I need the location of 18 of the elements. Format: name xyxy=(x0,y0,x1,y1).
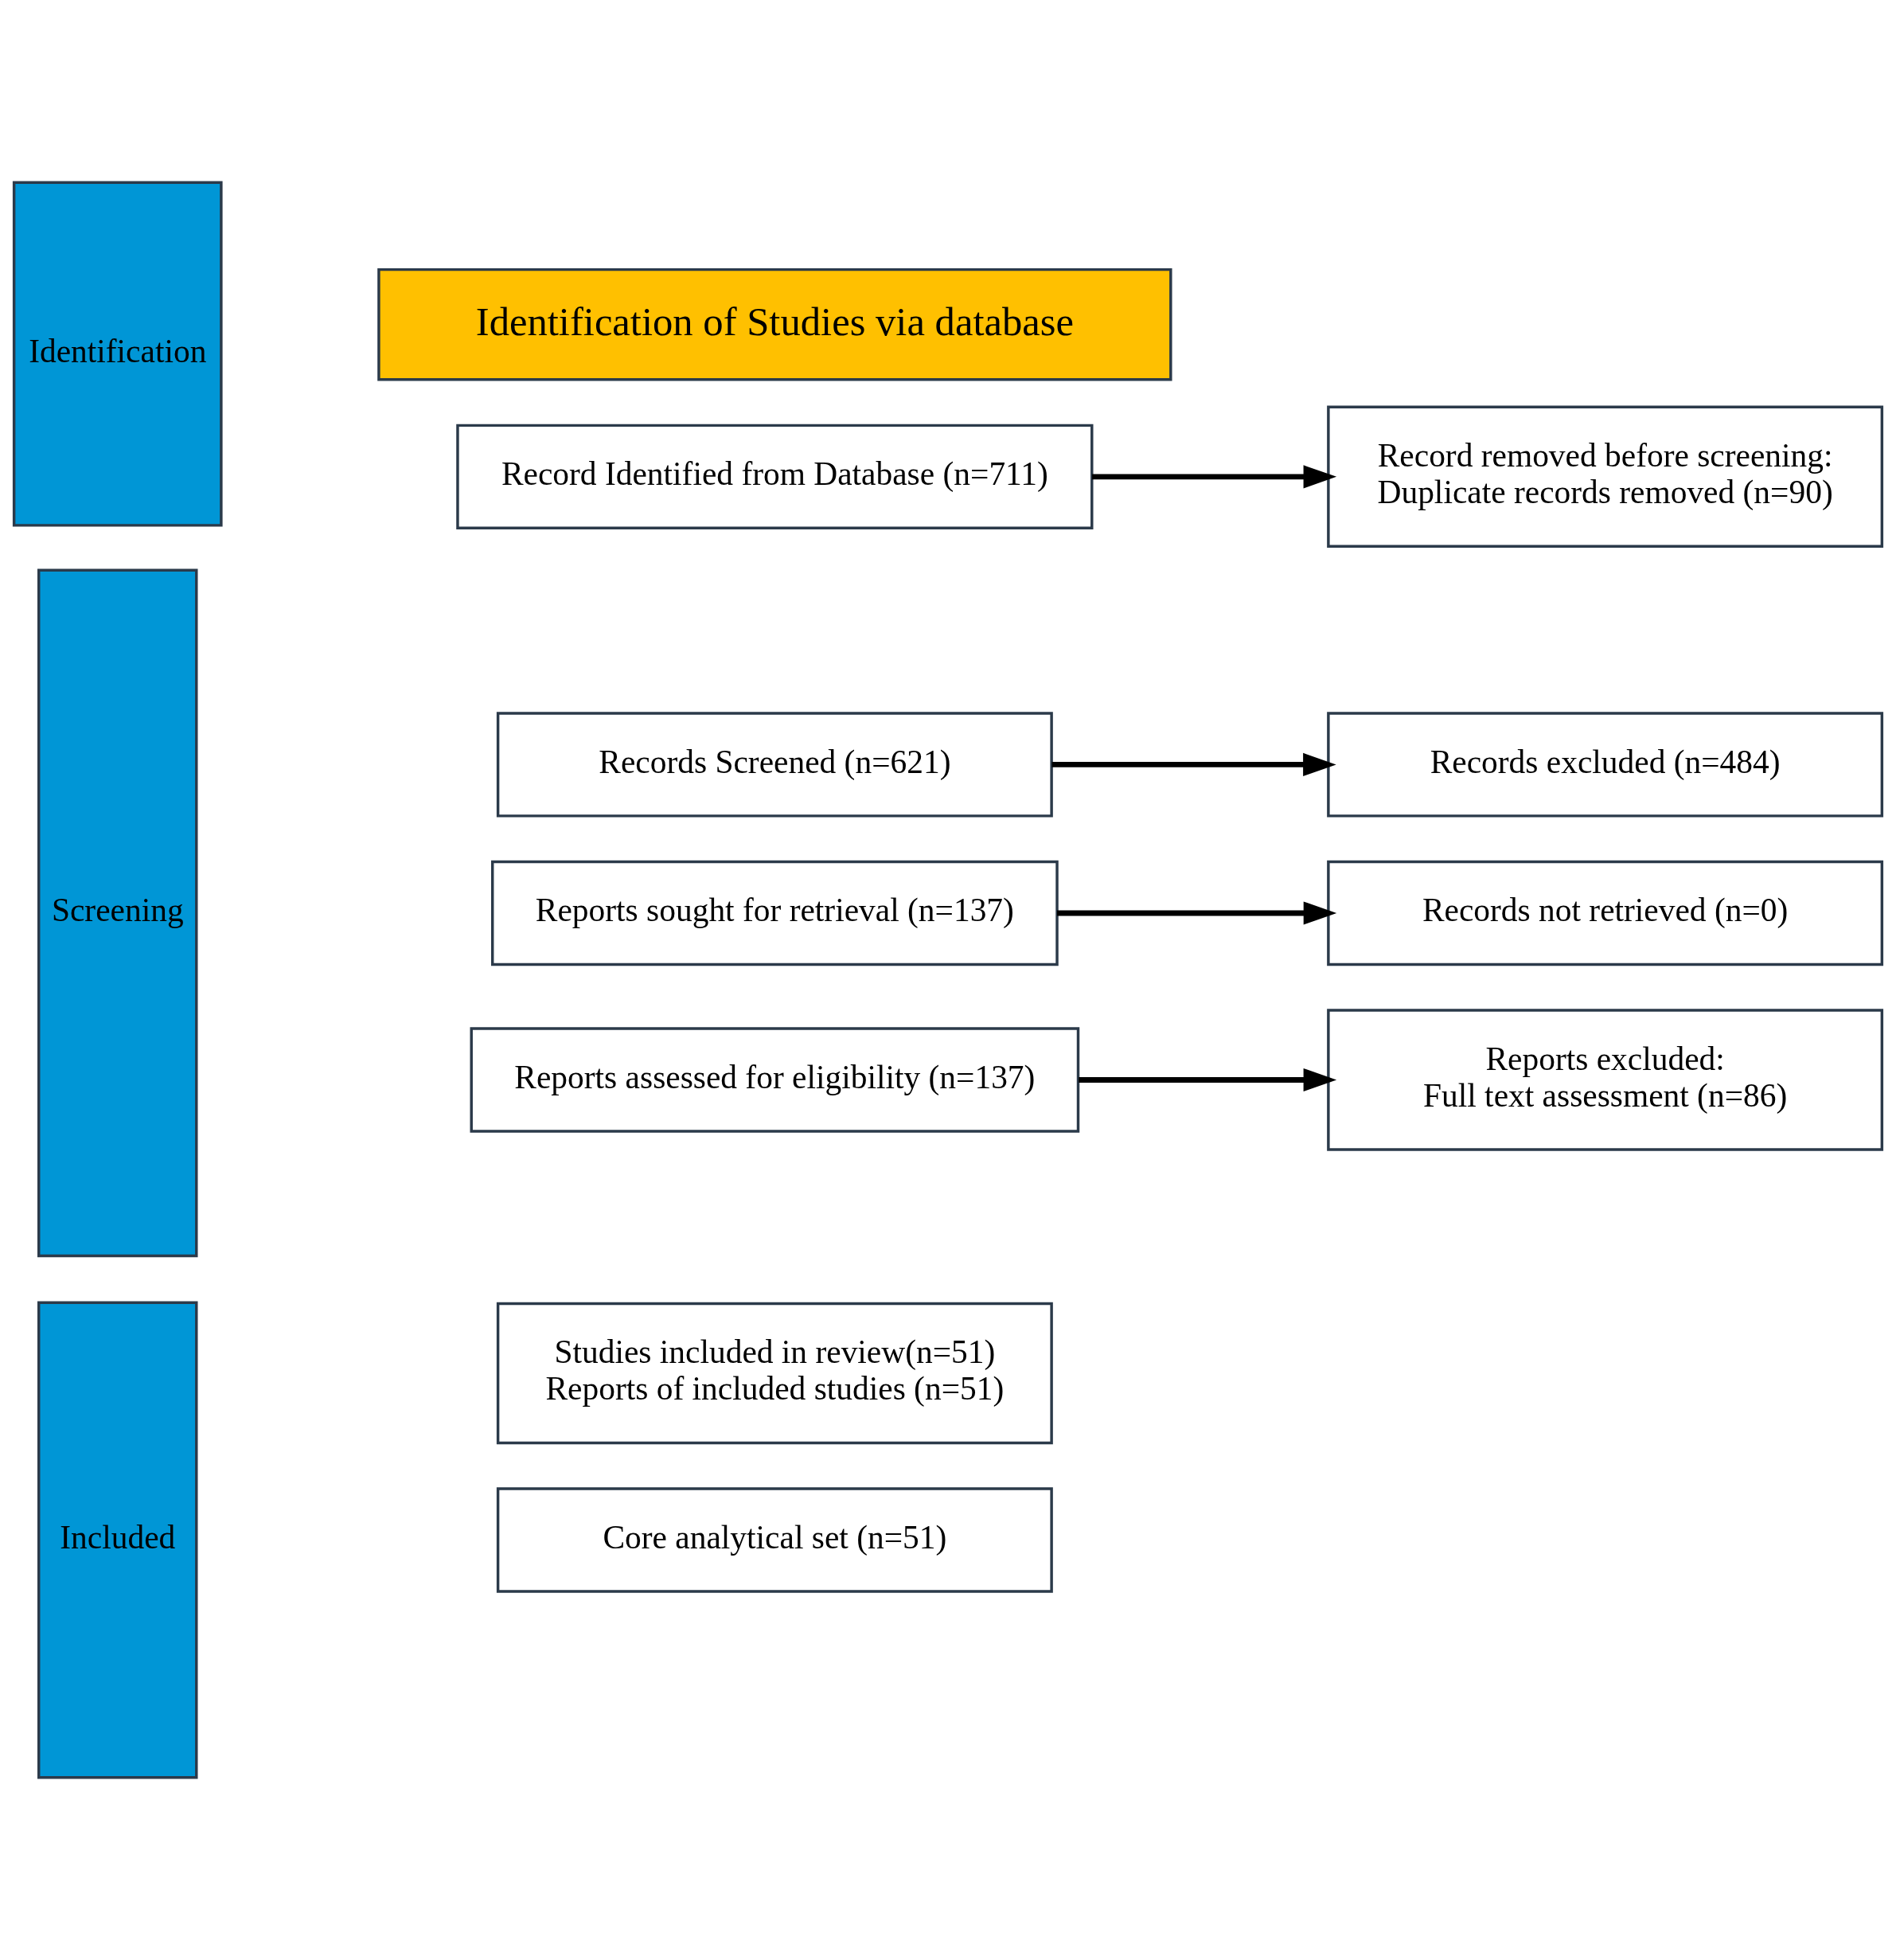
node-box: Records not retrieved (n=0) xyxy=(1327,860,1884,966)
node-box: Record Identified from Database (n=711) xyxy=(456,424,1094,530)
node-box: Identification xyxy=(12,181,223,527)
node-box: Reports assessed for eligibility (n=137) xyxy=(470,1027,1080,1133)
node-box: Included xyxy=(37,1301,198,1779)
node-box: Identification of Studies via database xyxy=(377,267,1172,381)
node-box: Reports sought for retrieval (n=137) xyxy=(491,860,1059,966)
arrow xyxy=(1051,752,1336,776)
node-box: Studies included in review(n=51) Reports of included studies (n=51) xyxy=(496,1302,1053,1445)
arrow xyxy=(1079,1068,1337,1092)
node-box: Screening xyxy=(37,568,198,1258)
node-box: Records Screened (n=621) xyxy=(496,712,1053,818)
arrow xyxy=(1057,901,1337,925)
node-box: Reports excluded: Full text assessment (n=86) xyxy=(1327,1009,1884,1151)
node-box: Core analytical set (n=51) xyxy=(496,1487,1053,1593)
arrow xyxy=(1092,465,1337,489)
node-box: Record removed before screening: Duplicate records removed (n=90) xyxy=(1327,405,1884,549)
node-box: Records excluded (n=484) xyxy=(1327,712,1884,818)
